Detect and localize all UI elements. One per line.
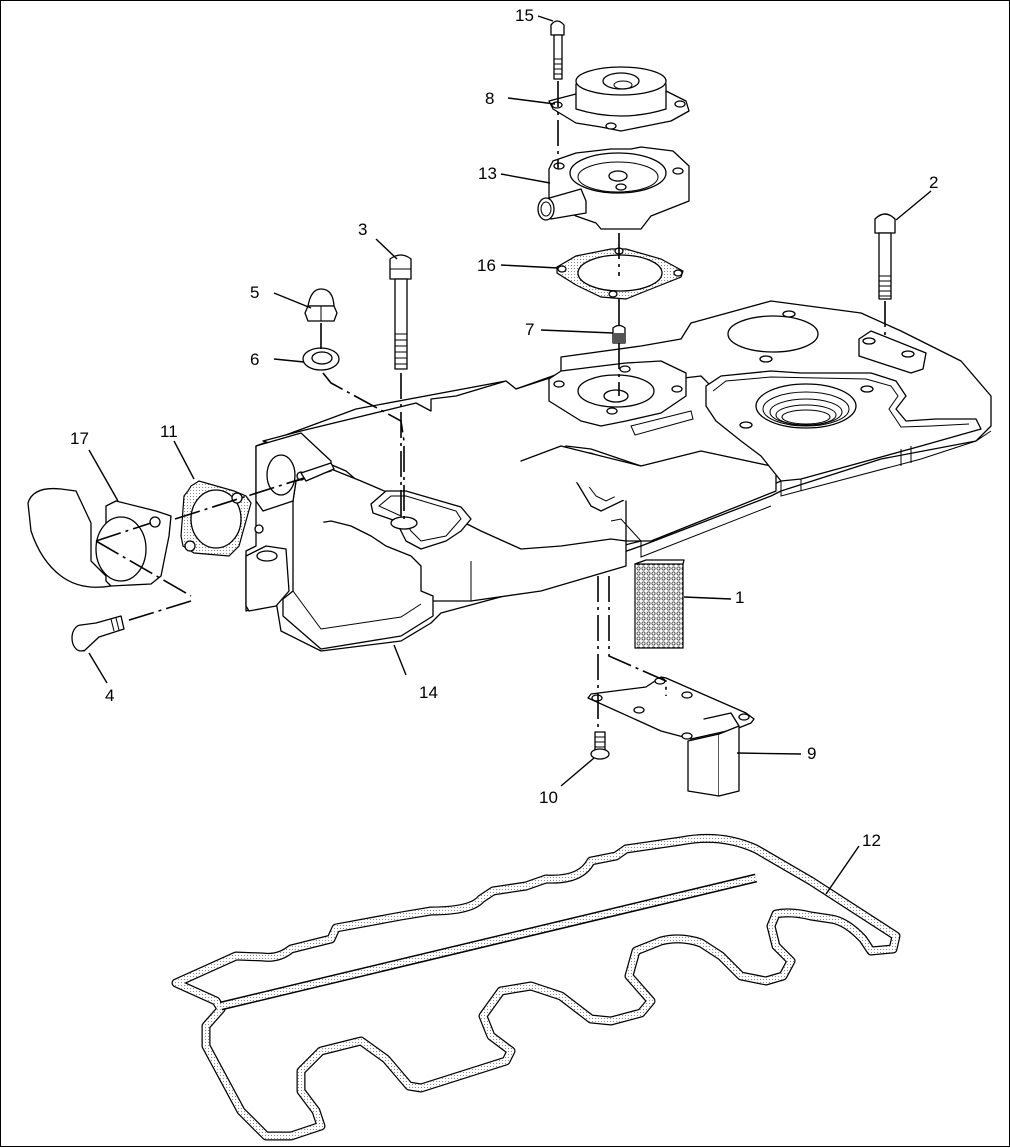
callout-8: 8 [485,89,494,108]
part-10-screw [590,731,610,760]
callout-5: 5 [250,283,259,302]
part-1-breather-element [634,559,685,649]
part-12-valve-cover-gasket [171,833,901,1141]
part-3-bolt [389,254,412,370]
callout-13: 13 [478,164,497,183]
callout-10: 10 [539,788,558,807]
part-11-gasket [180,480,252,557]
part-9-baffle-plate [587,676,755,797]
part-16-gasket [556,247,684,300]
callout-6: 6 [250,350,259,369]
part-13-breather-housing [537,146,690,230]
part-7-plug [612,324,626,344]
callout-2: 2 [929,173,938,192]
callout-1: 1 [735,588,744,607]
callout-16: 16 [477,256,496,275]
part-4-bolt [71,615,125,652]
callout-17: 17 [70,429,89,448]
callout-9: 9 [807,744,816,763]
callout-4: 4 [105,686,114,705]
callout-3: 3 [358,220,367,239]
part-15-bolt [550,20,565,80]
callout-12: 12 [862,831,881,850]
callout-14: 14 [419,683,438,702]
callout-11: 11 [160,422,178,441]
part-14-valve-cover [245,300,992,652]
part-8-cover [548,66,690,132]
callout-15: 15 [515,6,534,25]
callout-labels: 15 8 13 2 3 16 5 7 6 17 11 1 9 10 12 14 … [70,6,938,850]
part-17-elbow [27,487,172,588]
part-6-washer [302,347,340,371]
assembly-centerlines [95,81,886,731]
part-5-cap-nut [304,288,338,322]
callout-leaders [88,15,932,895]
callout-7: 7 [525,320,534,339]
part-2-bolt [874,213,896,300]
